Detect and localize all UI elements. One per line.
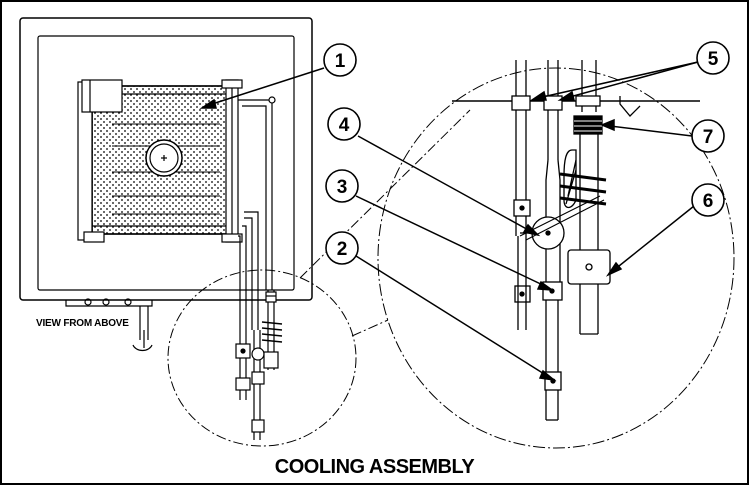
coil-piping <box>235 96 283 440</box>
callout-6: 6 <box>703 191 714 212</box>
view-from-above-label: VIEW FROM ABOVE <box>36 318 129 329</box>
callout-4: 4 <box>339 115 350 136</box>
callout-1: 1 <box>335 51 346 72</box>
coil-assembly <box>77 79 243 243</box>
callout-5: 5 <box>708 49 719 70</box>
callout-3: 3 <box>337 177 348 198</box>
detail-connectors <box>299 109 471 337</box>
callout-2: 2 <box>337 239 348 260</box>
detail-circle-large <box>377 67 735 449</box>
callout-badges <box>323 41 730 265</box>
detail-view <box>452 60 700 421</box>
detail-circle-small <box>167 269 357 447</box>
callout-leaders <box>199 61 699 382</box>
diagram-caption: COOLING ASSEMBLY <box>274 456 475 478</box>
unit-top-view <box>19 17 313 352</box>
callout-7: 7 <box>703 127 714 148</box>
